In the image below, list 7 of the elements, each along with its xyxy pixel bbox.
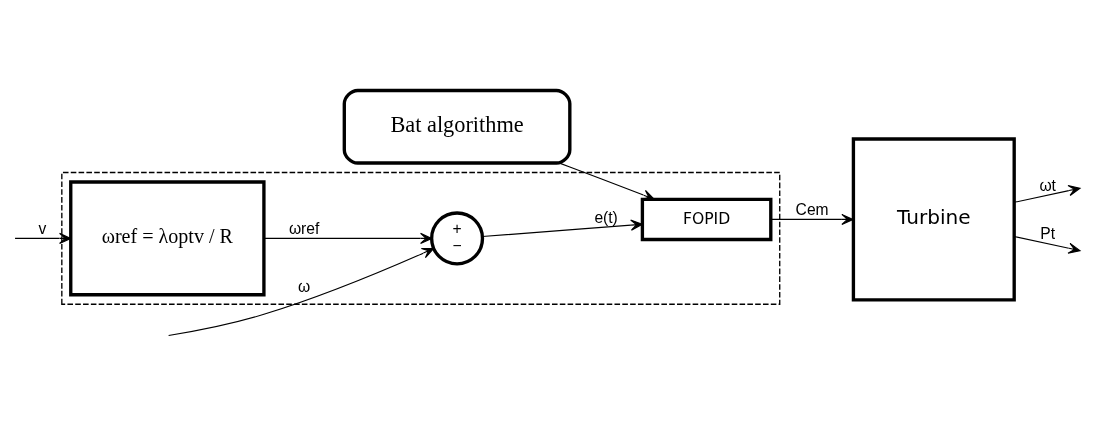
edge-label: Pt [1040, 224, 1056, 242]
edge-label: Cem [795, 200, 829, 218]
edge-label: v [38, 219, 47, 237]
edge-label: e(t) [594, 208, 618, 226]
edge-label: ω [298, 277, 311, 295]
edge-label: ωref [288, 219, 320, 237]
edge-label: ωt [1039, 176, 1056, 194]
